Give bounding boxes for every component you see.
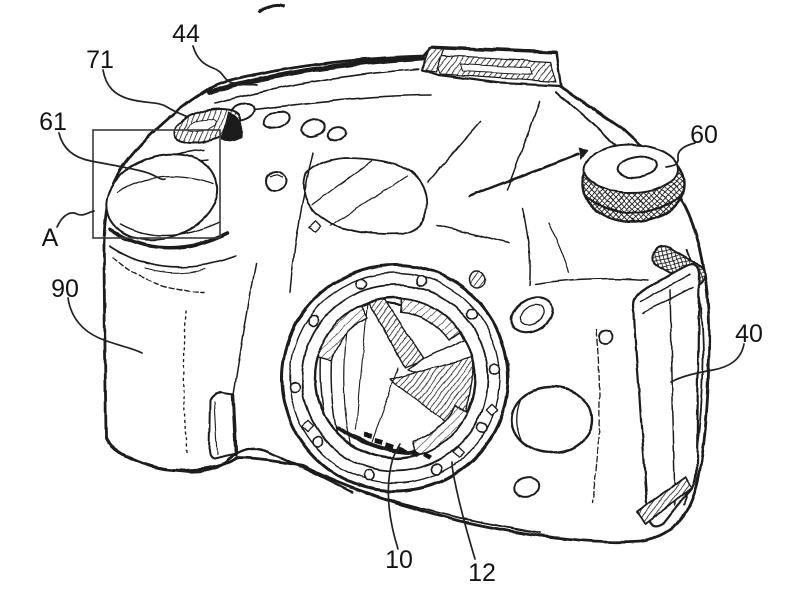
panel-bottom-fold bbox=[636, 476, 693, 525]
mount-screws bbox=[289, 275, 501, 481]
body-front-right-details bbox=[510, 296, 614, 499]
leader-line-44 bbox=[192, 45, 258, 86]
shutter-release-area bbox=[105, 108, 243, 274]
right-shoulder bbox=[436, 207, 649, 504]
mode-dial bbox=[580, 144, 686, 224]
lens-release-bump bbox=[510, 385, 594, 455]
ref-label-12: 12 bbox=[468, 559, 496, 587]
remote-socket bbox=[510, 296, 554, 334]
mount-electrical-contacts bbox=[363, 432, 433, 460]
leader-line-60 bbox=[665, 142, 696, 168]
mount-pins bbox=[301, 220, 499, 459]
ref-label-90: 90 bbox=[51, 275, 79, 303]
camera-body-sketch bbox=[102, 3, 711, 544]
top-cover-deck bbox=[206, 3, 432, 113]
ref-label-10: 10 bbox=[385, 546, 413, 574]
grip-latch bbox=[208, 392, 238, 460]
side-button bbox=[598, 329, 614, 345]
small-port bbox=[513, 475, 541, 499]
ref-label-61: 61 bbox=[39, 108, 67, 136]
ref-label-71: 71 bbox=[86, 46, 114, 74]
leader-line-12 bbox=[451, 461, 476, 560]
leader-line-a bbox=[56, 210, 95, 228]
ref-label-a: A bbox=[42, 224, 59, 252]
top-edge-mark bbox=[258, 3, 286, 14]
hand-grip bbox=[112, 257, 257, 453]
slope-arrow-mark bbox=[578, 148, 588, 159]
leader-line-71 bbox=[102, 69, 189, 118]
front-strap-lug-left bbox=[265, 170, 287, 192]
front-dial-dark-tip bbox=[220, 111, 243, 142]
leader-lines bbox=[56, 45, 745, 560]
side-cover-panel bbox=[631, 263, 701, 528]
shutter-release-button bbox=[105, 153, 219, 241]
leader-line-90 bbox=[67, 297, 143, 354]
pentaprism-front-face bbox=[303, 157, 429, 236]
leader-line-61 bbox=[58, 132, 166, 181]
ref-label-44: 44 bbox=[172, 20, 200, 48]
ref-label-40: 40 bbox=[735, 320, 763, 348]
pentaprism-housing bbox=[289, 91, 619, 293]
hot-shoe bbox=[420, 46, 563, 88]
leader-line-40 bbox=[670, 343, 745, 383]
annotations: 44 71 61 A 90 60 40 10 12 bbox=[39, 20, 763, 587]
bayonet-tabs bbox=[316, 297, 469, 457]
detail-box-a bbox=[92, 129, 221, 239]
lens-mount bbox=[280, 220, 510, 493]
ref-label-60: 60 bbox=[690, 121, 718, 149]
reference-labels: 44 71 61 A 90 60 40 10 12 bbox=[39, 20, 763, 587]
leader-line-10 bbox=[387, 443, 401, 550]
